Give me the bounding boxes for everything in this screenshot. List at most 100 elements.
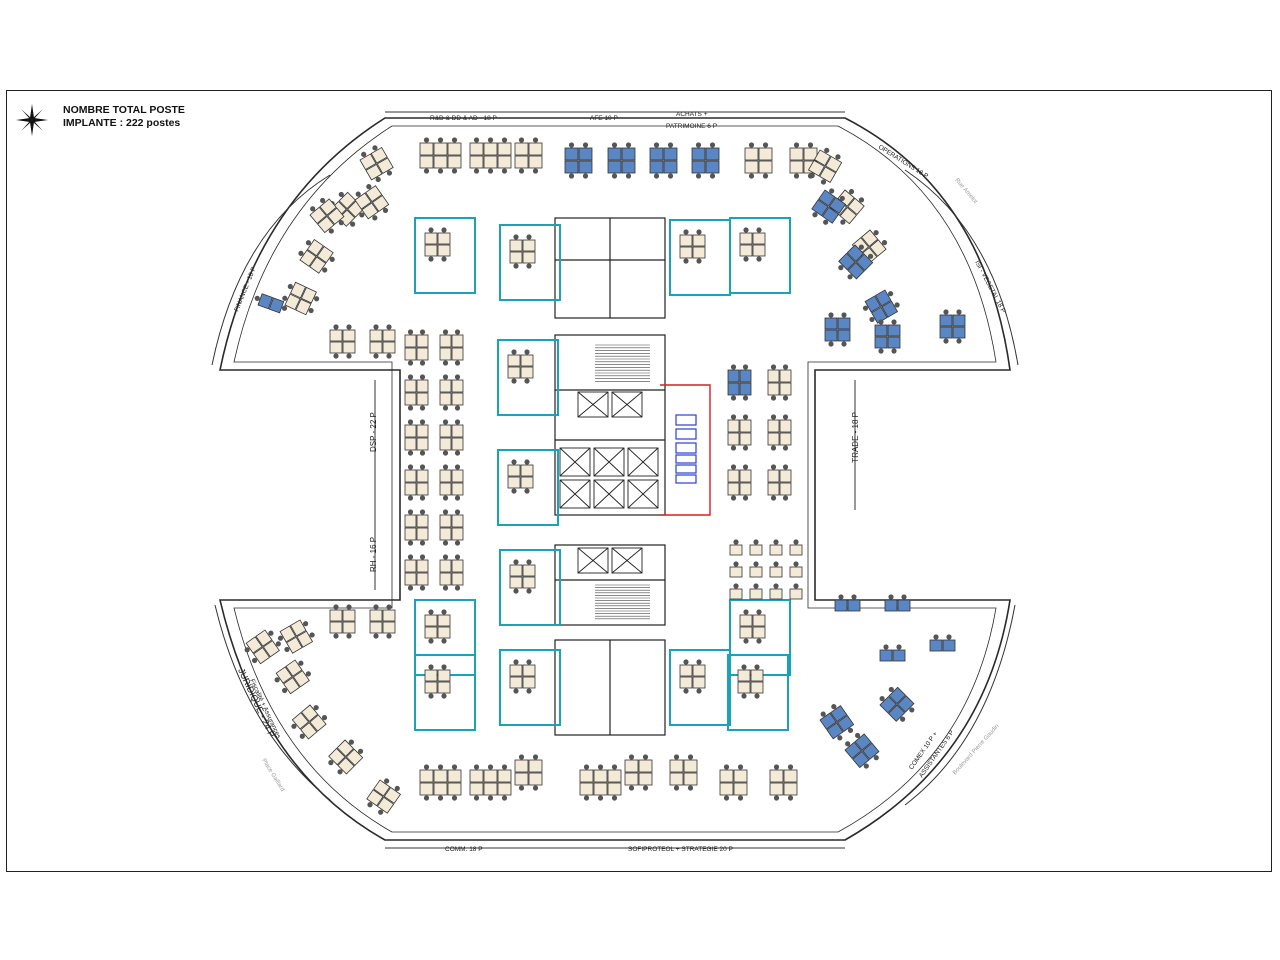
chair — [423, 168, 430, 174]
desk-cluster — [727, 414, 752, 451]
plan-frame — [6, 90, 1272, 872]
chair — [366, 184, 372, 190]
desk — [739, 382, 752, 396]
desk — [813, 149, 831, 167]
chair — [473, 795, 480, 801]
desk — [779, 382, 792, 396]
chair — [473, 168, 480, 174]
desk — [520, 366, 534, 379]
desk-cluster — [309, 197, 345, 234]
elevator — [559, 447, 591, 477]
chair — [756, 609, 762, 615]
chair — [900, 716, 906, 722]
desk-cluster — [767, 414, 792, 451]
chair — [346, 353, 352, 359]
elevator-cross — [611, 391, 643, 418]
desk — [329, 621, 343, 634]
desk — [342, 341, 356, 354]
desk — [437, 244, 451, 257]
chair — [407, 405, 414, 411]
chair — [526, 559, 532, 565]
desk — [834, 599, 848, 612]
desk — [752, 614, 766, 627]
desk — [469, 142, 484, 156]
desk — [864, 295, 882, 313]
desk — [750, 681, 764, 694]
desk — [469, 769, 484, 783]
desk — [887, 704, 906, 722]
desk — [329, 341, 343, 354]
desk — [404, 514, 417, 528]
chair — [407, 360, 414, 366]
chair — [329, 256, 335, 262]
chair — [909, 707, 915, 713]
chair — [407, 554, 414, 560]
chair — [753, 561, 759, 567]
desk — [528, 155, 543, 169]
desk — [638, 759, 653, 773]
chair — [407, 509, 414, 515]
desk — [404, 527, 417, 541]
header-line-1: NOMBRE TOTAL POSTE — [63, 104, 185, 116]
desk — [520, 464, 534, 477]
desk — [451, 379, 464, 393]
chair — [773, 539, 779, 545]
chair — [451, 168, 458, 174]
desk — [739, 419, 752, 433]
chair — [878, 348, 884, 354]
chair — [696, 659, 702, 665]
desk — [419, 769, 434, 783]
elevator-cross — [559, 479, 591, 509]
desk — [737, 681, 751, 694]
desk — [892, 649, 906, 662]
desk-cluster — [789, 561, 803, 578]
desk — [255, 629, 273, 647]
chair — [841, 341, 847, 347]
desk — [424, 614, 438, 627]
desk — [739, 469, 752, 483]
chair — [313, 705, 319, 711]
elevator-cross — [577, 547, 609, 574]
chair — [454, 540, 461, 546]
chair — [309, 632, 315, 638]
desk-cluster — [769, 764, 798, 801]
chair — [359, 212, 365, 218]
desk-cluster — [679, 229, 706, 264]
chair — [454, 464, 461, 470]
chair — [770, 395, 777, 401]
desk — [767, 382, 780, 396]
desk-cluster — [939, 309, 966, 344]
desk — [509, 664, 523, 677]
desk-cluster — [749, 583, 763, 600]
chair — [386, 633, 392, 639]
desk-cluster — [439, 464, 464, 501]
desk — [483, 769, 498, 783]
chair — [373, 324, 379, 330]
desk — [767, 482, 780, 496]
desk — [638, 772, 653, 786]
desk — [952, 326, 966, 339]
desk — [424, 232, 438, 245]
desk — [767, 469, 780, 483]
desk — [447, 782, 462, 796]
chair — [526, 263, 532, 269]
chair — [743, 256, 749, 262]
desk-cluster — [424, 227, 451, 262]
elevator — [611, 547, 643, 574]
desk — [382, 609, 396, 622]
office-room — [414, 654, 476, 731]
fixture — [675, 454, 697, 464]
chair — [321, 715, 328, 721]
chair — [511, 488, 517, 494]
desk — [819, 166, 837, 183]
chair — [582, 142, 589, 148]
desk — [624, 759, 639, 773]
desk — [369, 341, 383, 354]
desk — [769, 782, 784, 796]
chair — [526, 659, 532, 665]
elevator — [593, 447, 625, 477]
desk — [437, 232, 451, 245]
chair — [442, 495, 449, 501]
desk — [469, 782, 484, 796]
chair — [454, 509, 461, 515]
